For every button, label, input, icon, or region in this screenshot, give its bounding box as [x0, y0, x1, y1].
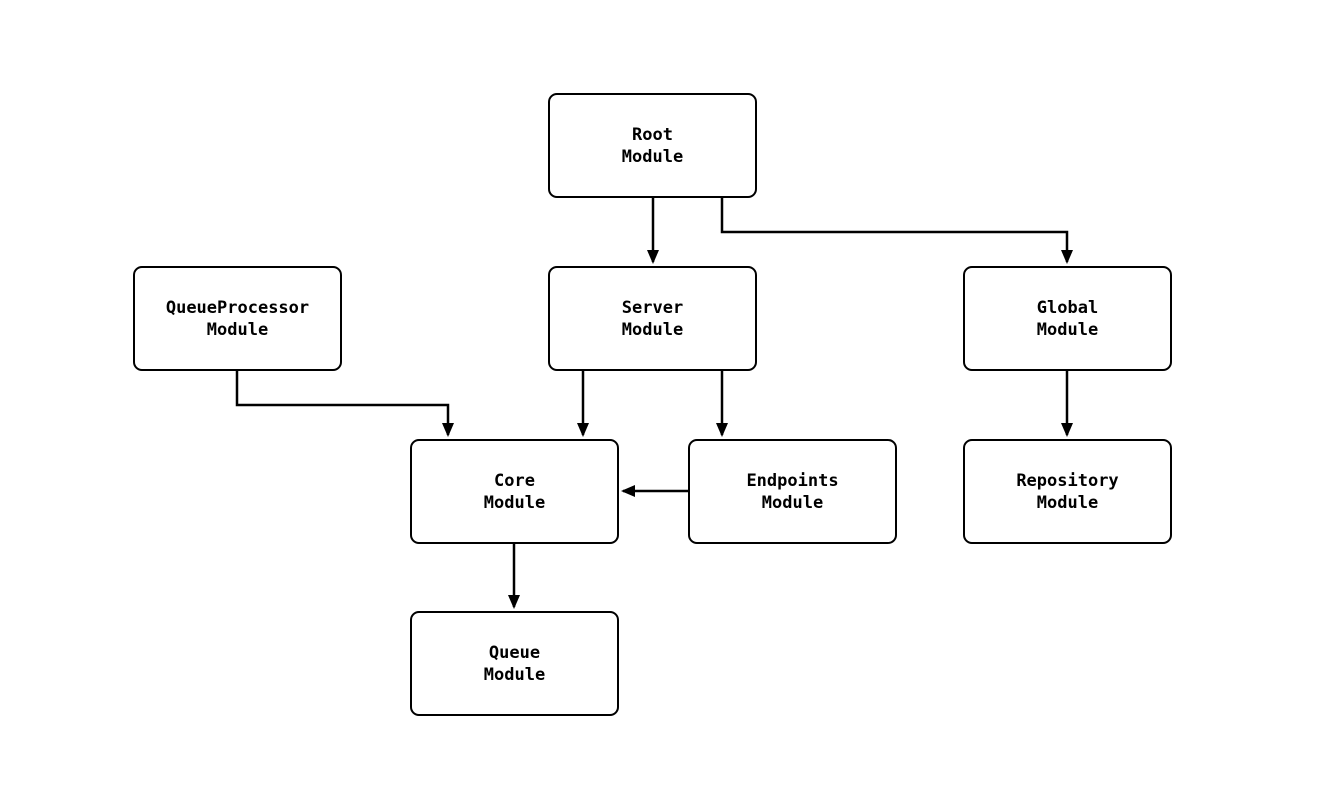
edge-queueprocessor-to-core [235, 371, 454, 437]
node-repository-label-line1: Repository [1016, 470, 1119, 491]
node-root-label-line2: Module [621, 146, 684, 167]
node-queueprocessor-label-line2: Module [206, 319, 269, 340]
node-server-label-line2: Module [621, 319, 684, 340]
node-root-module: Root Module [548, 93, 757, 198]
node-repository-module: Repository Module [963, 439, 1172, 544]
node-queueprocessor-label-line1: QueueProcessor [165, 297, 310, 318]
node-queueprocessor-module: QueueProcessor Module [133, 266, 342, 371]
node-endpoints-module: Endpoints Module [688, 439, 897, 544]
node-core-label-line1: Core [494, 470, 535, 491]
node-global-label-line2: Module [1036, 319, 1099, 340]
node-root-label-line1: Root [632, 124, 673, 145]
node-endpoints-label-line2: Module [761, 492, 824, 513]
node-repository-label-line2: Module [1036, 492, 1099, 513]
node-core-label-line2: Module [483, 492, 546, 513]
node-global-label-line1: Global [1036, 297, 1099, 318]
node-core-module: Core Module [410, 439, 619, 544]
node-endpoints-label-line1: Endpoints [746, 470, 839, 491]
node-server-module: Server Module [548, 266, 757, 371]
node-queue-label-line1: Queue [488, 642, 541, 663]
node-queue-label-line2: Module [483, 664, 546, 685]
node-queue-module: Queue Module [410, 611, 619, 716]
node-global-module: Global Module [963, 266, 1172, 371]
node-server-label-line1: Server [621, 297, 684, 318]
edge-root-to-global [720, 198, 1073, 264]
